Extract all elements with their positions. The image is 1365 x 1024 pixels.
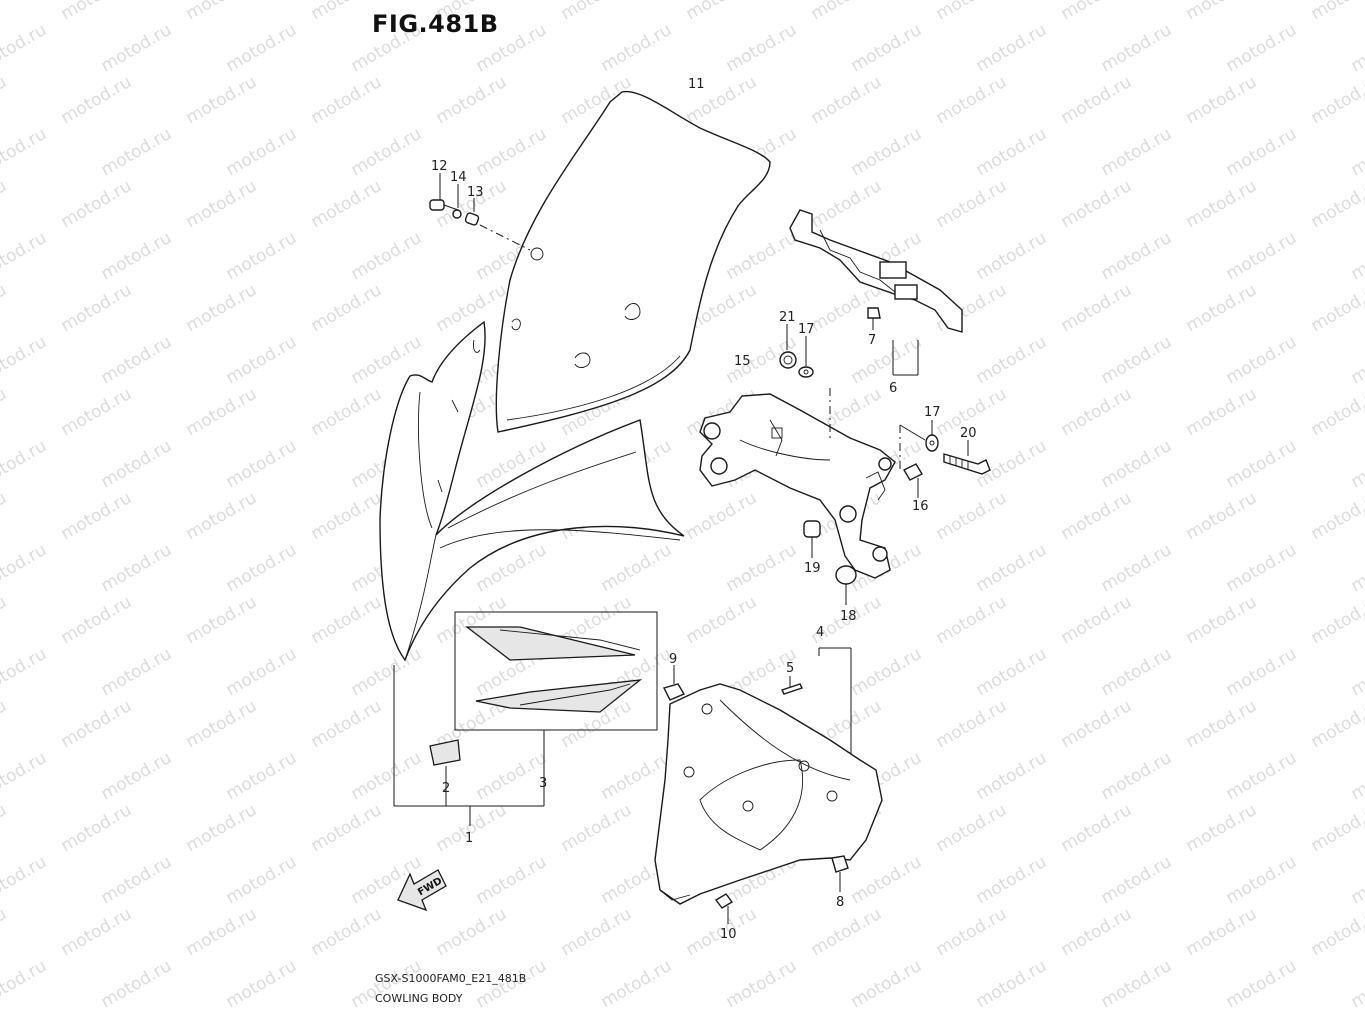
figure-code: GSX-S1000FAM0_E21_481B [375,972,527,985]
callout-3: 3 [539,776,547,791]
callout-16: 16 [912,499,929,514]
callout-14: 14 [450,170,467,185]
callout-11: 11 [688,77,705,92]
callout-8: 8 [836,895,844,910]
screw-fastener-set [429,173,531,251]
callout-1: 1 [465,831,473,846]
callout-17b: 17 [924,405,941,420]
group-bracket-1 [393,665,545,826]
callout-21: 21 [779,310,796,325]
callout-7: 7 [868,333,876,348]
callout-labels: 1 2 3 4 5 6 7 8 9 10 11 12 13 14 15 16 1… [431,77,977,942]
callout-4: 4 [816,625,824,640]
upper-cowling-part [379,320,685,662]
side-fasteners [899,420,991,498]
grommet-collar [803,520,857,605]
callout-12: 12 [431,159,448,174]
callout-19: 19 [804,561,821,576]
forward-arrow-icon: FWD [397,869,447,912]
callout-17a: 17 [798,322,815,337]
cowling-bracket-part [699,388,896,579]
figure-caption: COWLING BODY [375,992,463,1005]
callout-9: 9 [669,652,677,667]
callout-10: 10 [720,927,737,942]
decal-set-box [454,611,658,731]
figure-title: FIG.481B [372,10,499,38]
lower-fasteners [662,665,849,924]
callout-15: 15 [734,354,751,369]
callout-2: 2 [442,781,450,796]
inner-cowling-part [654,647,883,905]
callout-20: 20 [960,426,977,441]
callout-13: 13 [467,185,484,200]
nut-washer-top [779,324,814,378]
windscreen-part [495,90,771,433]
callout-6: 6 [889,381,897,396]
callout-5: 5 [786,661,794,676]
meter-bracket-part [789,209,963,376]
callout-18: 18 [840,609,857,624]
emblem-part [429,739,461,766]
